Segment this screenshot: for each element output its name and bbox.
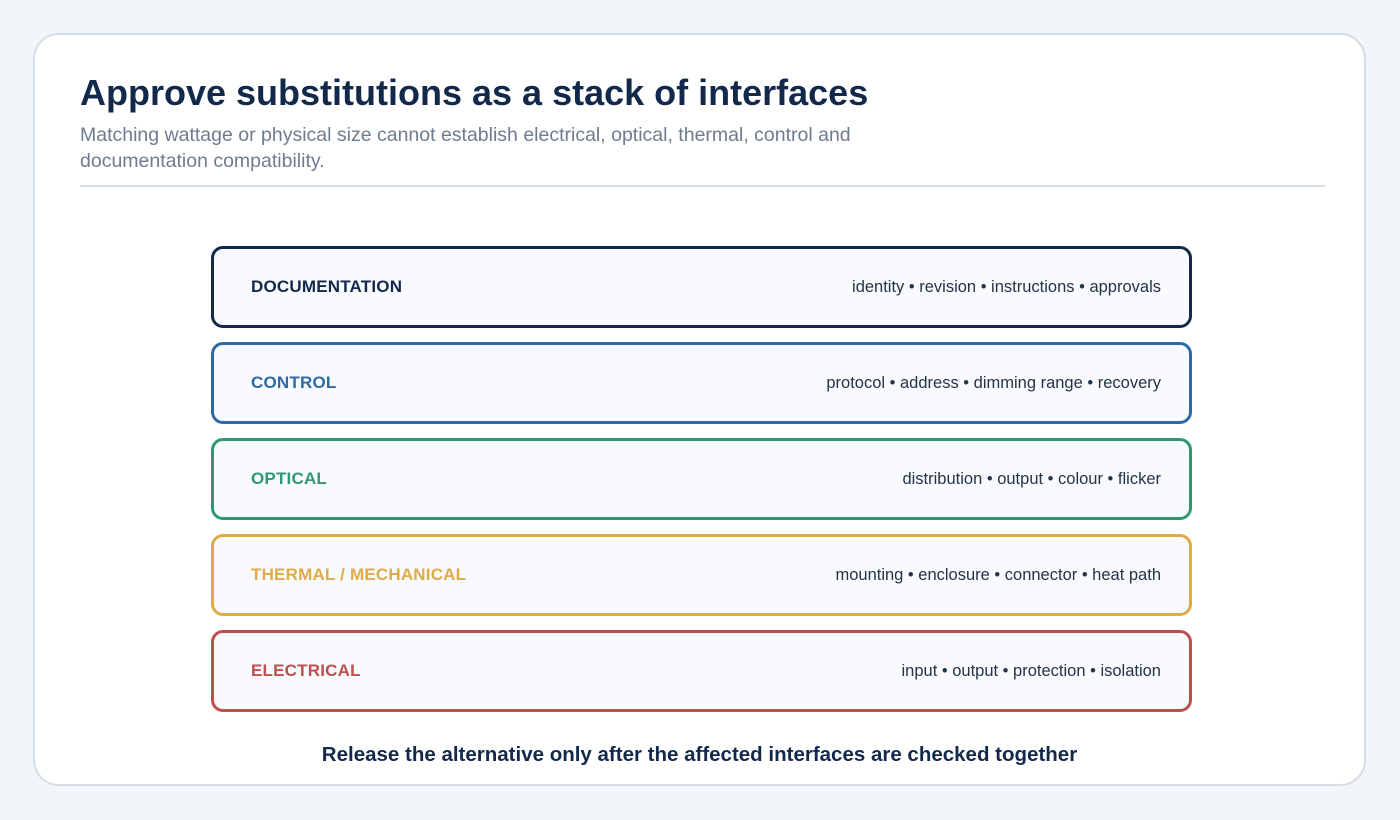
layer-thermal-mechanical: THERMAL / MECHANICAL mounting • enclosur… (211, 534, 1192, 616)
page-subtitle: Matching wattage or physical size cannot… (80, 124, 851, 172)
footer-note: Release the alternative only after the a… (321, 743, 1078, 766)
header-divider (80, 185, 1325, 187)
layer-electrical: ELECTRICAL input • output • protection •… (211, 630, 1192, 712)
layer-items: distribution • output • colour • flicker (902, 469, 1161, 488)
layer-name: THERMAL / MECHANICAL (251, 565, 467, 584)
layer-items: mounting • enclosure • connector • heat … (835, 565, 1161, 584)
page-title: Approve substitutions as a stack of inte… (80, 72, 869, 113)
layer-items: protocol • address • dimming range • rec… (826, 373, 1161, 392)
layer-name: CONTROL (251, 373, 337, 392)
layer-items: input • output • protection • isolation (901, 661, 1162, 680)
layer-name: OPTICAL (251, 469, 328, 488)
layer-name: ELECTRICAL (251, 661, 361, 680)
layer-items: identity • revision • instructions • app… (852, 277, 1161, 296)
layer-name: DOCUMENTATION (251, 277, 403, 296)
interface-stack: DOCUMENTATION identity • revision • inst… (211, 246, 1192, 726)
layer-documentation: DOCUMENTATION identity • revision • inst… (211, 246, 1192, 328)
diagram-card: Approve substitutions as a stack of inte… (33, 33, 1366, 786)
layer-control: CONTROL protocol • address • dimming ran… (211, 342, 1192, 424)
layer-optical: OPTICAL distribution • output • colour •… (211, 438, 1192, 520)
